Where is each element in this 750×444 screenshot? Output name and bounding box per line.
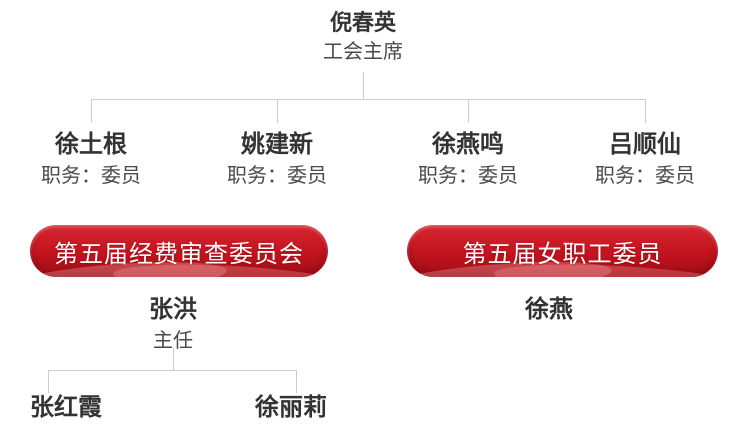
connector-member2-drop (277, 99, 278, 123)
submember-name: 徐丽莉 (255, 394, 327, 421)
banner-female-workers-committee[interactable]: 第五届女职工委员 (407, 225, 718, 277)
banner-funding-review-committee[interactable]: 第五届经费审查委员会 (30, 225, 328, 277)
org-node-female-committee-member: 徐燕 (449, 296, 649, 324)
member-name: 徐燕鸣 (432, 131, 504, 158)
connector-root-drop (363, 72, 364, 100)
org-node-member-4: 吕顺仙 职务：委员 (545, 131, 745, 188)
connector-director-drop (173, 348, 174, 371)
banner-label: 第五届经费审查委员会 (54, 240, 304, 268)
chairman-name: 倪春英 (329, 10, 396, 35)
submember-name: 张红霞 (30, 394, 102, 421)
member-role: 职务：委员 (418, 164, 518, 187)
leader-name: 张洪 (149, 296, 197, 323)
connector-submember1-drop (48, 370, 49, 393)
connector-members-rail (91, 99, 646, 100)
connector-member3-drop (468, 99, 469, 123)
member-name: 徐土根 (55, 131, 127, 158)
leader-title: 主任 (153, 329, 193, 352)
connector-member4-drop (645, 99, 646, 123)
org-node-submember-2: 徐丽莉 (211, 394, 371, 422)
org-node-member-1: 徐土根 职务：委员 (0, 131, 191, 188)
member-name: 姚建新 (241, 131, 313, 158)
org-node-member-2: 姚建新 职务：委员 (177, 131, 377, 188)
org-node-chairman: 倪春英 工会主席 (263, 10, 463, 64)
member-name: 吕顺仙 (609, 131, 681, 158)
org-node-member-3: 徐燕鸣 职务：委员 (368, 131, 568, 188)
member-role: 职务：委员 (227, 164, 327, 187)
org-node-submember-1: 张红霞 (0, 394, 146, 422)
connector-submembers-rail (48, 370, 297, 371)
member-role: 职务：委员 (595, 164, 695, 187)
connector-submember2-drop (296, 370, 297, 393)
leader-name: 徐燕 (525, 296, 573, 323)
member-role: 职务：委员 (41, 164, 141, 187)
connector-member1-drop (91, 99, 92, 123)
org-node-funding-director: 张洪 主任 (73, 296, 273, 353)
chairman-title: 工会主席 (323, 41, 403, 64)
banner-label: 第五届女职工委员 (462, 240, 663, 268)
